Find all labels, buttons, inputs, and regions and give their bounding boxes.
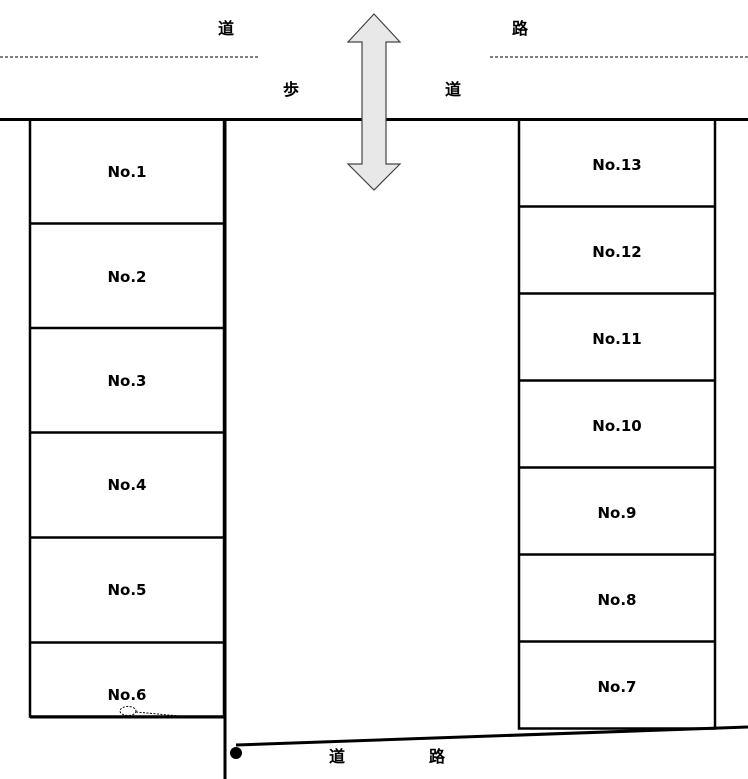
road-top-label-right: 路: [512, 19, 529, 38]
lot-label: No.10: [592, 417, 641, 435]
lot-label: No.11: [592, 330, 641, 348]
lot-label: No.3: [108, 372, 147, 390]
lot-label: No.8: [598, 591, 637, 609]
sidewalk-label-left: 歩: [283, 80, 299, 99]
lot-label: No.6: [108, 686, 147, 704]
lot-label: No.9: [598, 504, 637, 522]
lot-label: No.1: [108, 163, 147, 181]
road-edge-bottom: [235, 725, 748, 747]
road-bottom-label-left: 道: [329, 747, 345, 766]
road-bottom-label-right: 路: [429, 747, 446, 766]
lot-label: No.7: [598, 678, 637, 696]
lot-label: No.5: [108, 581, 147, 599]
access-arrow-icon: [346, 13, 402, 191]
lot-label: No.13: [592, 156, 641, 174]
corner-marker: [230, 747, 242, 759]
lot-label: No.4: [108, 476, 147, 494]
road-top-label-left: 道: [218, 19, 234, 38]
lot-label: No.2: [108, 268, 147, 286]
left-lot-block: [28, 118, 226, 718]
right-lot-block: [517, 118, 717, 730]
sidewalk-label-right: 道: [445, 80, 461, 99]
lot-label: No.12: [592, 243, 641, 261]
survey-marker-ellipse: [119, 706, 137, 716]
